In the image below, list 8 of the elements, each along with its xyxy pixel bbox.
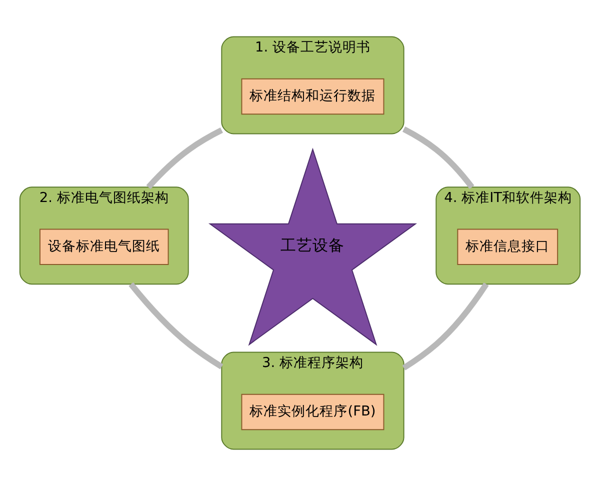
node-box: 标准结构和运行数据 — [241, 78, 384, 115]
connector — [402, 126, 474, 189]
node-box: 设备标准电气图纸 — [39, 228, 169, 266]
connector — [128, 282, 224, 370]
node-box: 标准实例化程序(FB) — [241, 394, 384, 430]
node-box: 标准信息接口 — [457, 228, 558, 266]
connector — [402, 282, 489, 370]
connector — [146, 128, 223, 190]
